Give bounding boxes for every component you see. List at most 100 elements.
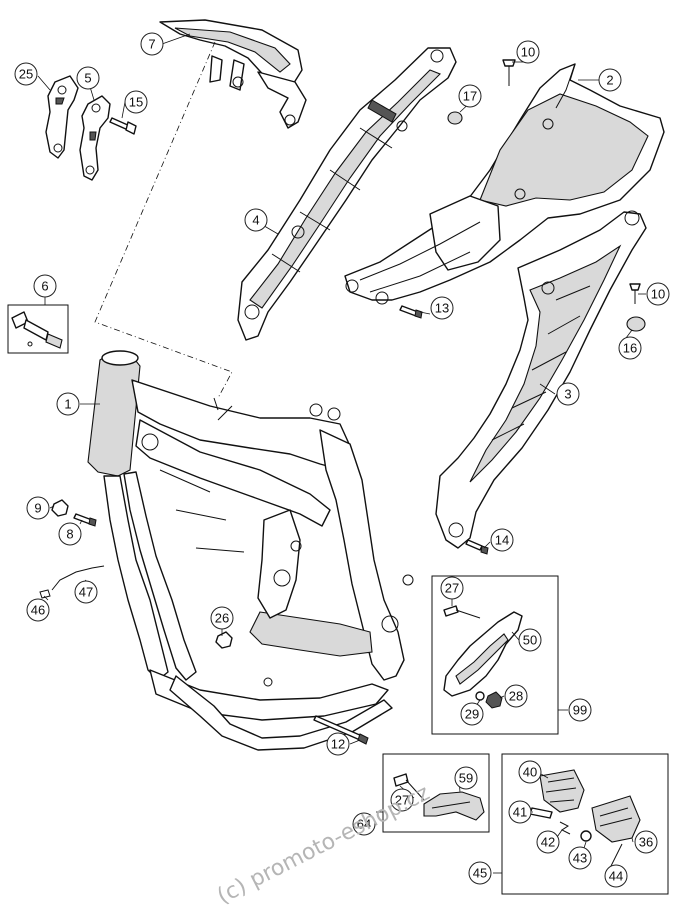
callout-28[interactable]: 28 [504,684,528,708]
svg-text:29: 29 [465,707,479,722]
part-6-box [7,304,69,354]
callout-99[interactable]: 99 [568,698,592,722]
pin-41 [529,807,553,819]
callout-14[interactable]: 14 [490,528,514,552]
svg-text:40: 40 [523,765,537,780]
pin-part-6 [11,311,63,349]
callout-17[interactable]: 17 [458,84,482,108]
bolt-15 [109,117,137,135]
bracket-plate-5 [79,95,111,181]
svg-text:46: 46 [31,603,45,618]
callout-36[interactable]: 36 [634,830,658,854]
bolt-13 [399,305,423,319]
footpeg-36 [591,795,641,843]
number-plate-part [159,19,307,129]
grommet-16 [626,316,646,332]
callout-43[interactable]: 43 [568,846,592,870]
washer-43 [580,830,592,842]
svg-text:8: 8 [66,527,73,542]
callout-25[interactable]: 25 [14,62,38,86]
svg-text:42: 42 [541,835,555,850]
bolt-10-right [629,283,641,304]
svg-text:5: 5 [84,71,91,86]
callout-13[interactable]: 13 [430,296,454,320]
callout-9[interactable]: 9 [26,496,50,520]
svg-text:99: 99 [573,703,587,718]
clip-46 [39,589,51,599]
svg-text:4: 4 [252,213,259,228]
bolt-14 [465,539,489,555]
svg-text:12: 12 [331,737,345,752]
callout-40[interactable]: 40 [518,760,542,784]
callout-10-right[interactable]: 10 [646,282,670,306]
callout-12[interactable]: 12 [326,732,350,756]
callout-1[interactable]: 1 [56,392,80,416]
bolt-27-box64 [393,773,425,801]
callout-42[interactable]: 42 [536,830,560,854]
svg-text:25: 25 [19,67,33,82]
callout-8[interactable]: 8 [58,522,82,546]
svg-text:10: 10 [521,45,535,60]
callout-46[interactable]: 46 [26,598,50,622]
subframe-rail-left-4 [237,47,457,341]
callout-44[interactable]: 44 [604,864,628,888]
svg-text:10: 10 [651,287,665,302]
cotter-pin-44 [609,843,623,869]
part-45-box [501,753,669,895]
hose-47 [51,565,105,591]
spacer-29 [475,691,485,701]
callout-3[interactable]: 3 [556,382,580,406]
callout-59[interactable]: 59 [454,766,478,790]
svg-text:1: 1 [64,397,71,412]
callout-26[interactable]: 26 [210,606,234,630]
callout-45[interactable]: 45 [468,861,492,885]
callout-5[interactable]: 5 [76,66,100,90]
dash-leader-7 [94,41,233,399]
watermark-text: (c) promoto-eshop.cz [213,781,433,910]
svg-text:26: 26 [215,611,229,626]
nut-9 [51,499,69,517]
svg-text:16: 16 [623,341,637,356]
callout-64[interactable]: 64 [352,812,376,836]
svg-text:2: 2 [606,73,613,88]
svg-text:36: 36 [639,835,653,850]
callout-47[interactable]: 47 [74,580,98,604]
svg-text:6: 6 [41,279,48,294]
callout-41[interactable]: 41 [508,800,532,824]
callout-27-box64[interactable]: 27 [390,788,414,812]
grommet-17 [447,111,463,125]
callout-15[interactable]: 15 [124,90,148,114]
svg-text:17: 17 [463,89,477,104]
callout-50[interactable]: 50 [518,628,542,652]
main-frame-1 [87,350,414,751]
svg-text:47: 47 [79,585,93,600]
rear-subframe-2 [344,63,665,305]
svg-text:44: 44 [609,869,623,884]
callout-10-top[interactable]: 10 [516,40,540,64]
callout-6[interactable]: 6 [33,274,57,298]
svg-text:7: 7 [148,37,155,52]
callout-16[interactable]: 16 [618,336,642,360]
spring-42 [559,821,571,835]
svg-text:9: 9 [34,501,41,516]
footpeg-40 [539,769,585,813]
nut-26 [215,631,233,649]
svg-text:3: 3 [564,387,571,402]
callout-27-box99[interactable]: 27 [440,576,464,600]
skid-part-59 [423,791,485,821]
svg-text:15: 15 [129,95,143,110]
callout-4[interactable]: 4 [244,208,268,232]
svg-text:14: 14 [495,533,509,548]
callout-29[interactable]: 29 [460,702,484,726]
svg-text:43: 43 [573,851,587,866]
svg-text:50: 50 [523,633,537,648]
callout-7[interactable]: 7 [140,32,164,56]
bolt-8 [73,513,97,527]
part-64-box [382,753,490,833]
subframe-rail-right-3 [435,210,647,549]
svg-text:27: 27 [445,581,459,596]
part-99-box [431,575,559,735]
bolt-10-top [502,59,516,86]
callout-2[interactable]: 2 [598,68,622,92]
svg-text:64: 64 [357,817,371,832]
